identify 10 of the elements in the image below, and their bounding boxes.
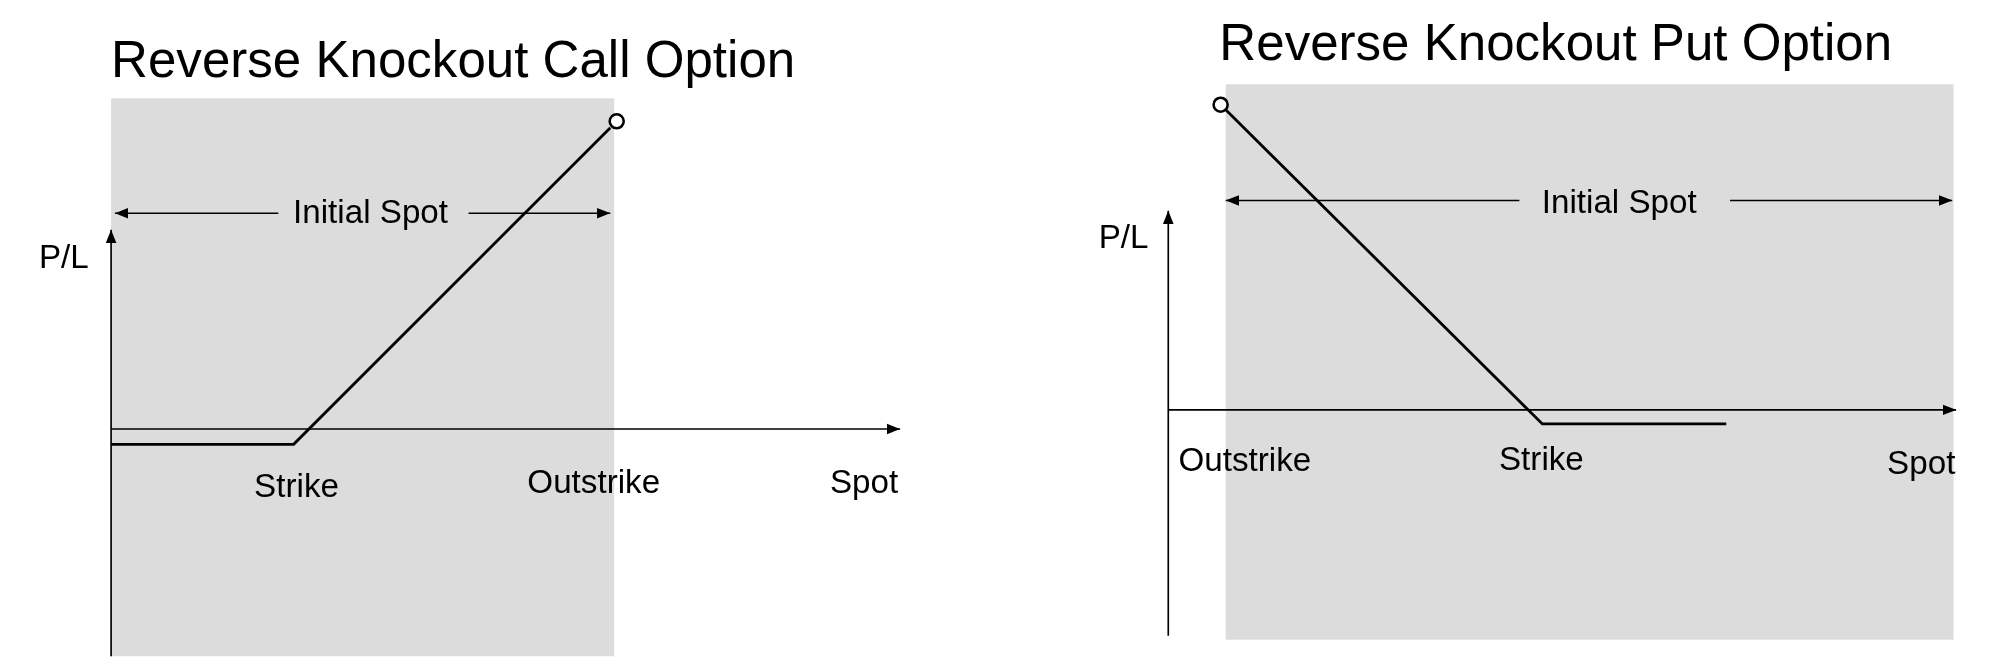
axis-label: Spot bbox=[829, 464, 899, 498]
axis-label: Spot bbox=[1887, 445, 1956, 479]
tick-label: Strike bbox=[1498, 441, 1584, 475]
axis-annotation: Initial Spot bbox=[293, 195, 449, 229]
tick-label: Outstrike bbox=[1178, 443, 1312, 477]
axis-label: P/L bbox=[1098, 219, 1149, 253]
tick-label: Strike bbox=[254, 468, 339, 502]
axis-annotation: Initial Spot bbox=[1541, 185, 1697, 219]
tick-label: Outstrike bbox=[527, 464, 661, 498]
axis-label: P/L bbox=[38, 240, 89, 274]
